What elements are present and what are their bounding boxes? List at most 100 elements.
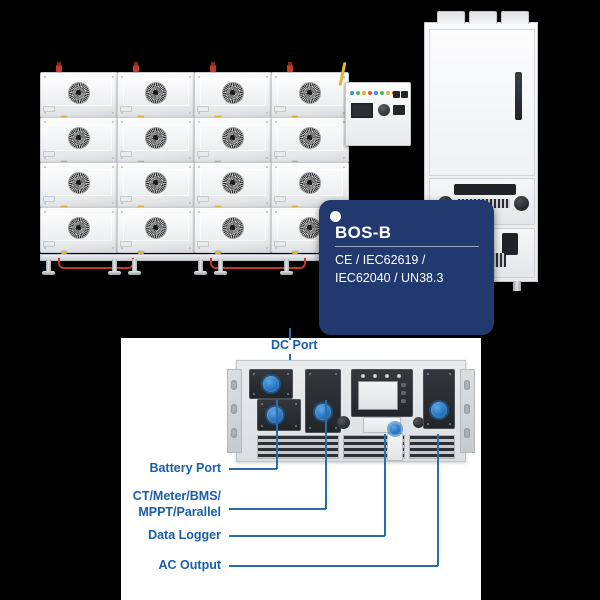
fan-grille-icon	[145, 172, 166, 193]
callout-line-battery-v	[276, 400, 278, 469]
battery-terminal	[210, 62, 216, 72]
power-cable-loop	[210, 258, 306, 269]
battery-module	[117, 162, 195, 209]
power-cable-loop	[58, 258, 134, 269]
callout-line-ac-v	[437, 434, 439, 566]
rack-foot	[194, 259, 207, 275]
bms-led	[362, 91, 366, 95]
module-tab	[274, 196, 286, 202]
fan-grille-icon	[145, 82, 166, 103]
module-face	[199, 169, 267, 197]
bms-led	[374, 91, 378, 95]
cabinet-foot-right	[513, 281, 521, 291]
module-face	[45, 169, 113, 197]
module-face	[122, 169, 190, 197]
module-face	[45, 214, 113, 242]
fan-grille-icon	[222, 172, 243, 193]
fan-grille-icon	[299, 172, 320, 193]
bms-led	[386, 91, 390, 95]
inverter-lcd-screen	[358, 381, 398, 410]
module-face	[276, 79, 344, 107]
battery-module	[40, 117, 118, 164]
dc-port-1	[263, 376, 279, 392]
callout-line-ac-h	[229, 565, 438, 567]
module-face	[199, 79, 267, 107]
module-tab	[120, 151, 132, 157]
module-tab	[274, 151, 286, 157]
fan-grille-icon	[222, 217, 243, 238]
module-face	[122, 124, 190, 152]
module-face	[45, 124, 113, 152]
battery-module	[194, 72, 272, 119]
module-tab	[120, 106, 132, 112]
fan-grille-icon	[68, 82, 89, 103]
fan-grille-icon	[145, 127, 166, 148]
battery-module	[117, 207, 195, 254]
module-tab	[197, 241, 209, 247]
breaker-bar	[454, 184, 516, 195]
bms-led	[356, 91, 360, 95]
cabinet-handle	[515, 72, 522, 120]
inverter-knob-left	[337, 416, 350, 429]
cabinet-vent-2	[469, 11, 497, 24]
battery-module	[271, 162, 349, 209]
callout-label-dc-port: DC Port	[271, 338, 318, 352]
inverter-detail-panel: DC Port	[121, 328, 481, 600]
comm-panel	[305, 369, 341, 433]
module-face	[122, 214, 190, 242]
vent-grille-right	[409, 435, 455, 459]
data-logger-port	[389, 423, 401, 435]
fan-grille-icon	[145, 217, 166, 238]
fan-grille-icon	[68, 172, 89, 193]
battery-port-1	[267, 407, 283, 423]
module-tab	[43, 196, 55, 202]
dc-panel-lower	[257, 399, 301, 431]
cabinet-knob-right	[514, 196, 529, 211]
cabinet-vent-3	[501, 11, 529, 24]
fan-grille-icon	[222, 127, 243, 148]
bms-control-unit	[345, 82, 411, 146]
callout-line-ct-h	[229, 508, 326, 510]
battery-terminal	[56, 62, 62, 72]
cabinet-door	[429, 29, 535, 176]
fan-grille-icon	[68, 127, 89, 148]
fan-grille-icon	[299, 217, 320, 238]
bms-connector-b	[401, 91, 408, 98]
battery-module	[194, 207, 272, 254]
battery-module	[40, 207, 118, 254]
bms-led	[350, 91, 354, 95]
vent-grille-left	[257, 435, 339, 459]
comm-port	[315, 404, 331, 420]
battery-module	[117, 117, 195, 164]
module-tab	[274, 106, 286, 112]
bos-b-badge: BOS-B CE / IEC62619 / IEC62040 / UN38.3	[319, 200, 494, 335]
rack-foot	[128, 259, 141, 275]
inverter-unit	[227, 360, 475, 462]
module-latch	[138, 251, 144, 254]
bms-led	[368, 91, 372, 95]
module-tab	[274, 241, 286, 247]
module-tab	[43, 151, 55, 157]
fan-grille-icon	[299, 127, 320, 148]
fan-grille-icon	[299, 82, 320, 103]
module-tab	[120, 241, 132, 247]
module-tab	[43, 241, 55, 247]
module-tab	[197, 151, 209, 157]
data-logger-slot	[387, 433, 403, 461]
module-face	[122, 79, 190, 107]
module-face	[276, 169, 344, 197]
bms-connector-c	[393, 105, 405, 115]
callout-label-battery-port: Battery Port	[149, 461, 221, 475]
module-latch	[61, 251, 67, 254]
bms-display	[351, 103, 373, 118]
battery-module	[194, 162, 272, 209]
rack-foot	[108, 259, 121, 275]
battery-rack	[40, 62, 350, 275]
battery-module	[194, 117, 272, 164]
fan-grille-icon	[222, 82, 243, 103]
callout-line-battery-h	[229, 468, 277, 470]
module-tab	[197, 106, 209, 112]
rack-foot	[42, 259, 55, 275]
battery-module	[40, 72, 118, 119]
module-face	[199, 124, 267, 152]
